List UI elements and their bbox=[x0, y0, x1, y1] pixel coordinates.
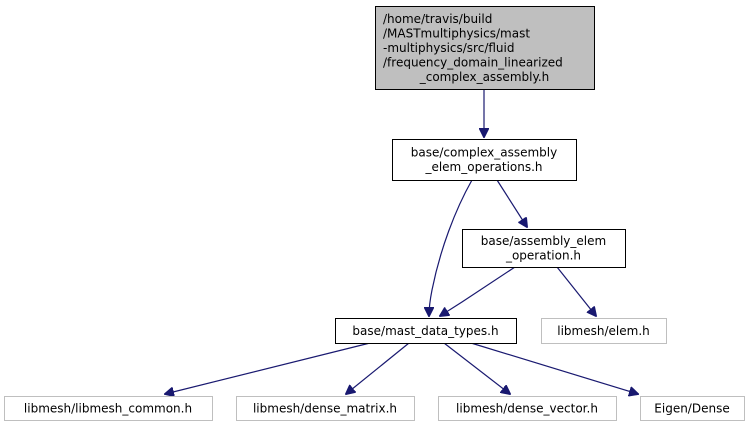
node-elem[interactable]: libmesh/elem.h bbox=[541, 318, 667, 344]
node-label-line: libmesh/dense_vector.h bbox=[456, 401, 598, 415]
node-complex-ops[interactable]: base/complex_assembly_elem_operations.h bbox=[392, 139, 577, 181]
node-box bbox=[640, 396, 745, 421]
edge-mast_types-to-libmesh_common bbox=[165, 342, 371, 394]
node-label-line: Eigen/Dense bbox=[654, 401, 729, 415]
node-box bbox=[236, 396, 415, 421]
node-libmesh-common[interactable]: libmesh/libmesh_common.h bbox=[4, 396, 213, 421]
node-box bbox=[375, 6, 595, 90]
node-box bbox=[462, 229, 626, 268]
node-label-line: _complex_assembly.h bbox=[419, 70, 550, 84]
node-dense-matrix[interactable]: libmesh/dense_matrix.h bbox=[236, 396, 415, 421]
edge-assembly_op-to-mast_types bbox=[440, 266, 516, 316]
nodes-layer: /home/travis/build/MASTmultiphysics/mast… bbox=[4, 6, 745, 421]
node-label-line: _elem_operations.h bbox=[424, 160, 542, 174]
edge-mast_types-to-dense_matrix bbox=[346, 342, 410, 394]
node-box bbox=[392, 139, 577, 181]
node-label-line: base/assembly_elem bbox=[481, 234, 606, 248]
node-label-line: _operation.h bbox=[505, 249, 581, 263]
node-label-line: base/complex_assembly bbox=[411, 146, 557, 160]
node-box bbox=[541, 318, 667, 344]
node-label-line: libmesh/libmesh_common.h bbox=[24, 401, 192, 415]
node-label-line: libmesh/dense_matrix.h bbox=[253, 401, 397, 415]
node-label-line: base/mast_data_types.h bbox=[352, 324, 498, 338]
node-label-line: /frequency_domain_linearized bbox=[383, 55, 563, 69]
node-box bbox=[4, 396, 213, 421]
node-dense-vector[interactable]: libmesh/dense_vector.h bbox=[438, 396, 617, 421]
node-assembly-op[interactable]: base/assembly_elem_operation.h bbox=[462, 229, 626, 268]
node-root[interactable]: /home/travis/build/MASTmultiphysics/mast… bbox=[375, 6, 595, 90]
edge-assembly_op-to-elem bbox=[556, 266, 596, 316]
edge-complex_ops-to-assembly_op bbox=[496, 179, 527, 227]
node-box bbox=[438, 396, 617, 421]
edge-mast_types-to-dense_vector bbox=[443, 342, 510, 394]
edge-complex_ops-to-mast_types bbox=[429, 179, 473, 316]
node-box bbox=[335, 318, 517, 344]
edge-mast_types-to-eigen_dense bbox=[470, 342, 638, 394]
node-label-line: /MASTmultiphysics/mast bbox=[383, 26, 530, 40]
node-mast-types[interactable]: base/mast_data_types.h bbox=[335, 318, 517, 344]
node-label-line: /home/travis/build bbox=[383, 12, 492, 26]
edges-layer bbox=[165, 89, 638, 394]
node-label-line: libmesh/elem.h bbox=[557, 324, 649, 338]
node-eigen-dense[interactable]: Eigen/Dense bbox=[640, 396, 745, 421]
node-label-line: -multiphysics/src/fluid bbox=[383, 41, 514, 55]
